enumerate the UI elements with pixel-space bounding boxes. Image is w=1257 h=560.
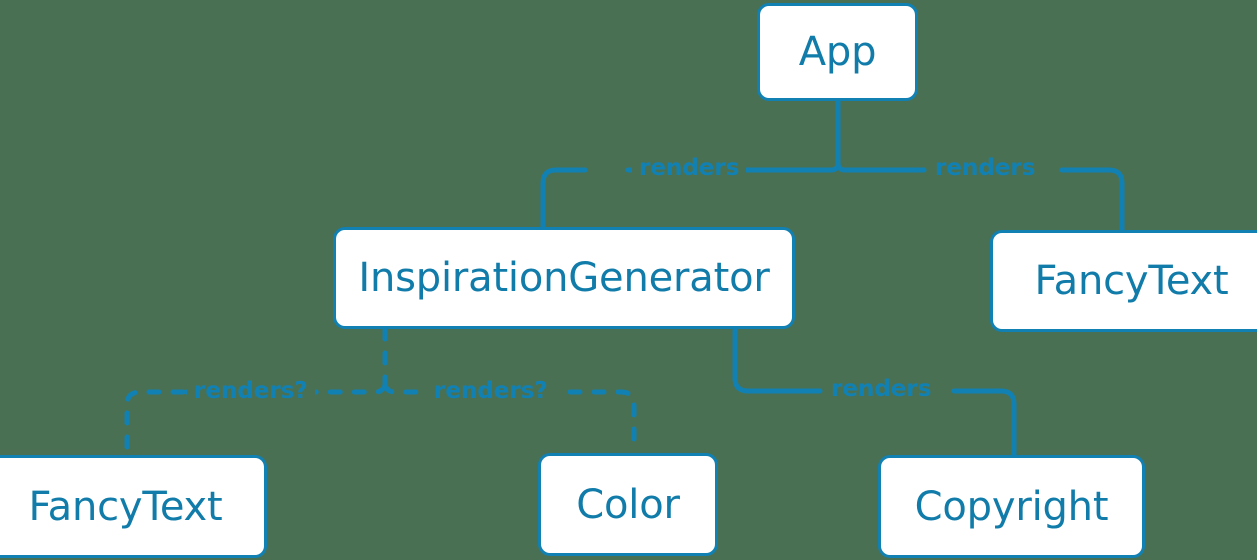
edge-app-to-fancytext-top-tail	[1059, 167, 1125, 233]
node-color-label: Color	[576, 481, 680, 528]
node-inspirationgenerator[interactable]: InspirationGenerator	[333, 227, 795, 329]
node-fancytext-bottom[interactable]: FancyText	[0, 455, 267, 558]
edge-label-inspirationgenerator-to-copyright: renders	[824, 378, 939, 401]
node-app[interactable]: App	[757, 3, 918, 101]
edge-inspirationgenerator-to-copyright	[732, 326, 823, 394]
edge-label-app-to-inspirationgenerator: renders	[632, 157, 747, 180]
node-color[interactable]: Color	[538, 453, 718, 556]
node-copyright[interactable]: Copyright	[878, 455, 1145, 558]
edge-label-app-to-fancytext-top: renders	[928, 157, 1043, 180]
edge-inspirationgenerator-to-color	[382, 382, 426, 395]
node-inspirationgenerator-label: InspirationGenerator	[358, 255, 770, 301]
node-fancytext-bottom-label: FancyText	[28, 483, 223, 530]
node-copyright-label: Copyright	[914, 483, 1109, 530]
node-fancytext-top-label: FancyText	[1034, 258, 1229, 304]
edge-inspirationgenerator-to-color-tail	[567, 389, 637, 456]
node-fancytext-top[interactable]: FancyText	[990, 230, 1257, 332]
edge-inspirationgenerator-to-copyright-tail	[951, 388, 1017, 458]
edge-label-inspirationgenerator-to-color: renders?	[427, 380, 555, 403]
edge-inspirationgenerator-to-fancytext-bottom-tail	[124, 389, 186, 458]
edge-app-to-fancytext-top	[835, 160, 927, 173]
edge-label-inspirationgenerator-to-fancytext-bottom: renders?	[187, 380, 315, 403]
edge-app-to-inspirationgenerator-tail	[540, 167, 588, 230]
node-app-label: App	[798, 29, 877, 75]
